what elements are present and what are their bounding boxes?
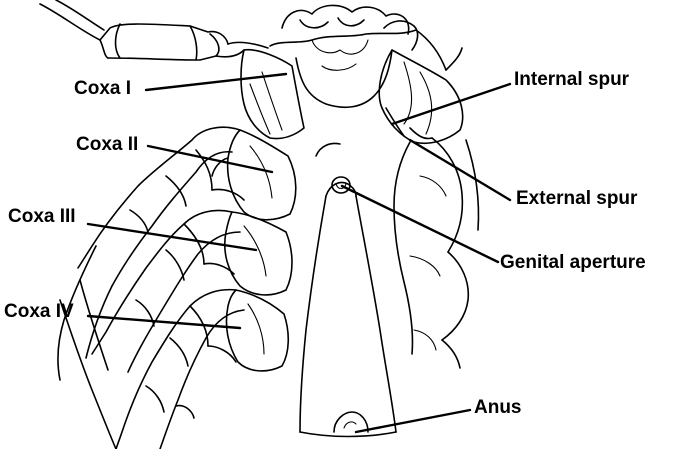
coxa-4-plate bbox=[225, 289, 290, 372]
coxa-1-plate bbox=[240, 48, 305, 140]
coxa-3-plate bbox=[224, 211, 293, 296]
coxa-2-plate bbox=[211, 129, 297, 221]
coxa-3-leader bbox=[86, 222, 258, 252]
leg-1 bbox=[39, 0, 269, 61]
leg-3 bbox=[91, 209, 241, 373]
anus-label: Anus bbox=[474, 397, 522, 418]
coxa-3-label: Coxa III bbox=[8, 206, 76, 227]
external-spur-label: External spur bbox=[516, 188, 638, 209]
anus bbox=[333, 411, 369, 433]
capitulum bbox=[269, 4, 419, 109]
leg-4 bbox=[59, 279, 245, 449]
coxa-2-label: Coxa II bbox=[76, 134, 139, 155]
genital-aperture-label: Genital aperture bbox=[500, 252, 646, 273]
genital-aperture bbox=[331, 176, 351, 194]
internal-spur-label: Internal spur bbox=[514, 69, 630, 90]
coxa-2-leader bbox=[146, 144, 274, 174]
coxa-4-leader bbox=[86, 314, 242, 330]
right-coxa-1 bbox=[378, 29, 464, 145]
anus-leader bbox=[354, 408, 472, 434]
genital-aperture-leader bbox=[340, 184, 500, 264]
coxa-1-leader bbox=[144, 72, 288, 92]
internal-spur-leader bbox=[390, 82, 512, 126]
ventral-plate bbox=[299, 142, 397, 438]
right-margin bbox=[393, 137, 480, 369]
coxa-4-label: Coxa IV bbox=[4, 301, 74, 322]
coxa-1-label: Coxa I bbox=[74, 78, 132, 99]
outer-leg-outline bbox=[57, 245, 113, 381]
external-spur-leader bbox=[408, 138, 512, 202]
